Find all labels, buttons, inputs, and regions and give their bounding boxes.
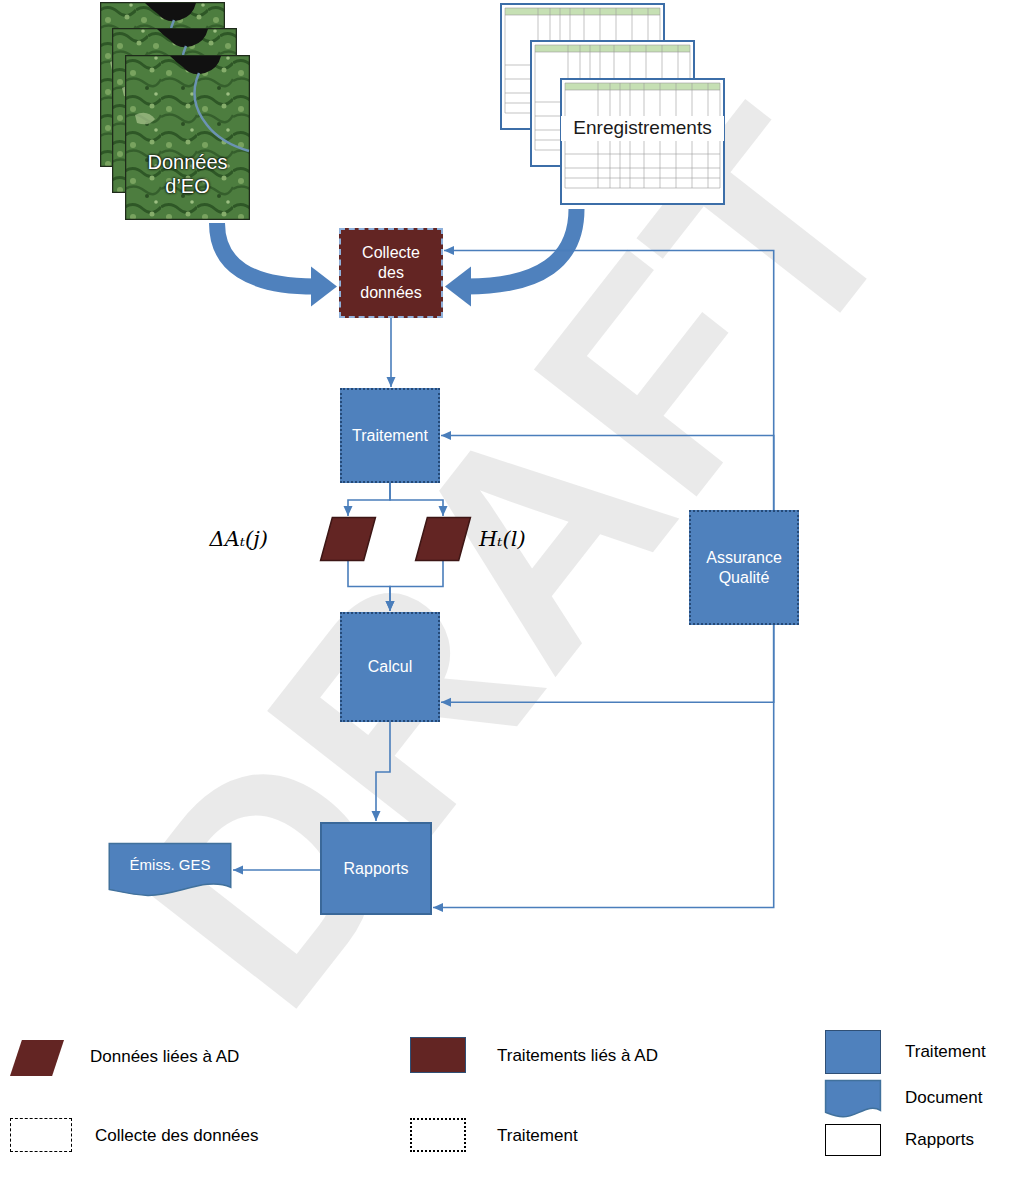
node-text: ΔAₜ(j): [210, 527, 268, 551]
process-box: Calcul: [340, 612, 440, 722]
connector-line: [441, 625, 774, 702]
legend-text: Collecte des données: [95, 1126, 259, 1145]
document-fill: [109, 844, 231, 896]
connector: [217, 223, 337, 307]
arrow-head: [311, 267, 337, 307]
legend-swatch: [825, 1080, 881, 1118]
connector: [445, 209, 577, 307]
node-text: Assurance Qualité: [697, 548, 791, 588]
legend-text: Traitements liés à AD: [497, 1046, 658, 1065]
connector-line: [233, 869, 320, 871]
legend-text: Document: [905, 1088, 982, 1107]
node-text: Émiss. GES: [130, 856, 211, 873]
connector-line: [376, 722, 390, 821]
document-shape: Émiss. GES: [108, 843, 232, 897]
report-box: Rapports: [320, 822, 432, 915]
qa-box: Assurance Qualité: [689, 510, 799, 625]
data-parallelogram: Hₜ(l): [415, 517, 471, 561]
legend-swatch: [825, 1124, 881, 1156]
legend-text: Traitement: [497, 1126, 578, 1145]
node-text: Enregistrements: [561, 116, 724, 141]
arrow-head: [386, 601, 395, 611]
legend-item: Traitement: [497, 1126, 578, 1146]
data-parallelogram: ΔAₜ(j): [320, 517, 376, 561]
parallelogram-outline: [415, 517, 471, 561]
connector: [444, 246, 774, 510]
node-text: Calcul: [368, 657, 412, 677]
connector-line: [390, 561, 443, 611]
legend-item: Traitements liés à AD: [497, 1046, 658, 1066]
legend-text: Rapports: [905, 1130, 974, 1149]
legend-swatch: [10, 1118, 72, 1152]
connector-line: [444, 251, 774, 511]
connector: [441, 431, 774, 510]
connector: [441, 625, 774, 707]
fat-arrow-shaft: [467, 209, 577, 287]
node-text: Données d’EO: [125, 150, 250, 198]
arrow-head: [344, 506, 353, 516]
parallelogram-fill: [321, 517, 376, 560]
connector-line: [390, 318, 392, 387]
arrow-head: [444, 246, 454, 255]
legend-item: Document: [905, 1088, 982, 1108]
connector-line: [348, 561, 390, 611]
arrow-head: [233, 866, 243, 875]
arrow-head: [433, 903, 443, 912]
connector: [372, 722, 391, 821]
record-stack: Enregistrements: [500, 3, 725, 208]
arrow-head: [441, 698, 451, 707]
fat-arrow-shaft: [217, 223, 315, 287]
arrow-head: [386, 601, 395, 611]
legend-item: Traitement: [905, 1042, 986, 1062]
legend-text: Données liées à AD: [90, 1047, 239, 1066]
connector: [233, 866, 320, 875]
legend-swatch: [10, 1040, 64, 1076]
arrow-head: [372, 811, 381, 821]
connector: [344, 483, 391, 516]
arrow-head: [445, 267, 471, 307]
record-sheet: [561, 79, 724, 204]
legend-document-shape: [826, 1080, 881, 1116]
arrow-head: [441, 431, 451, 440]
collect-box: Collecte des données: [339, 228, 443, 318]
legend-swatch: [825, 1030, 881, 1074]
legend-item: Rapports: [905, 1130, 974, 1150]
connector: [433, 625, 774, 912]
connector: [390, 483, 448, 516]
arrow-head: [439, 506, 448, 516]
connector: [386, 561, 444, 611]
legend-swatch: [410, 1037, 466, 1073]
connector: [348, 561, 395, 611]
eo-image-stack: Données d’EO: [100, 2, 250, 222]
legend-text: Traitement: [905, 1042, 986, 1061]
node-text: Traitement: [352, 426, 428, 446]
connector-line: [348, 483, 390, 516]
process-box: Traitement: [340, 388, 440, 483]
legend-swatch: [410, 1118, 466, 1152]
node-text: Hₜ(l): [479, 527, 526, 551]
parallelogram-fill: [416, 517, 471, 560]
legend-item: Données liées à AD: [90, 1047, 239, 1067]
legend-item: Collecte des données: [95, 1126, 259, 1146]
satellite-image: [126, 56, 250, 220]
node-text: Collecte des données: [347, 243, 435, 303]
connector-line: [433, 625, 774, 908]
node-text: Rapports: [344, 859, 409, 879]
connector-line: [441, 436, 774, 511]
connector: [387, 318, 396, 387]
parallelogram-outline: [320, 517, 376, 561]
arrow-head: [387, 377, 396, 387]
connector-line: [390, 483, 443, 516]
